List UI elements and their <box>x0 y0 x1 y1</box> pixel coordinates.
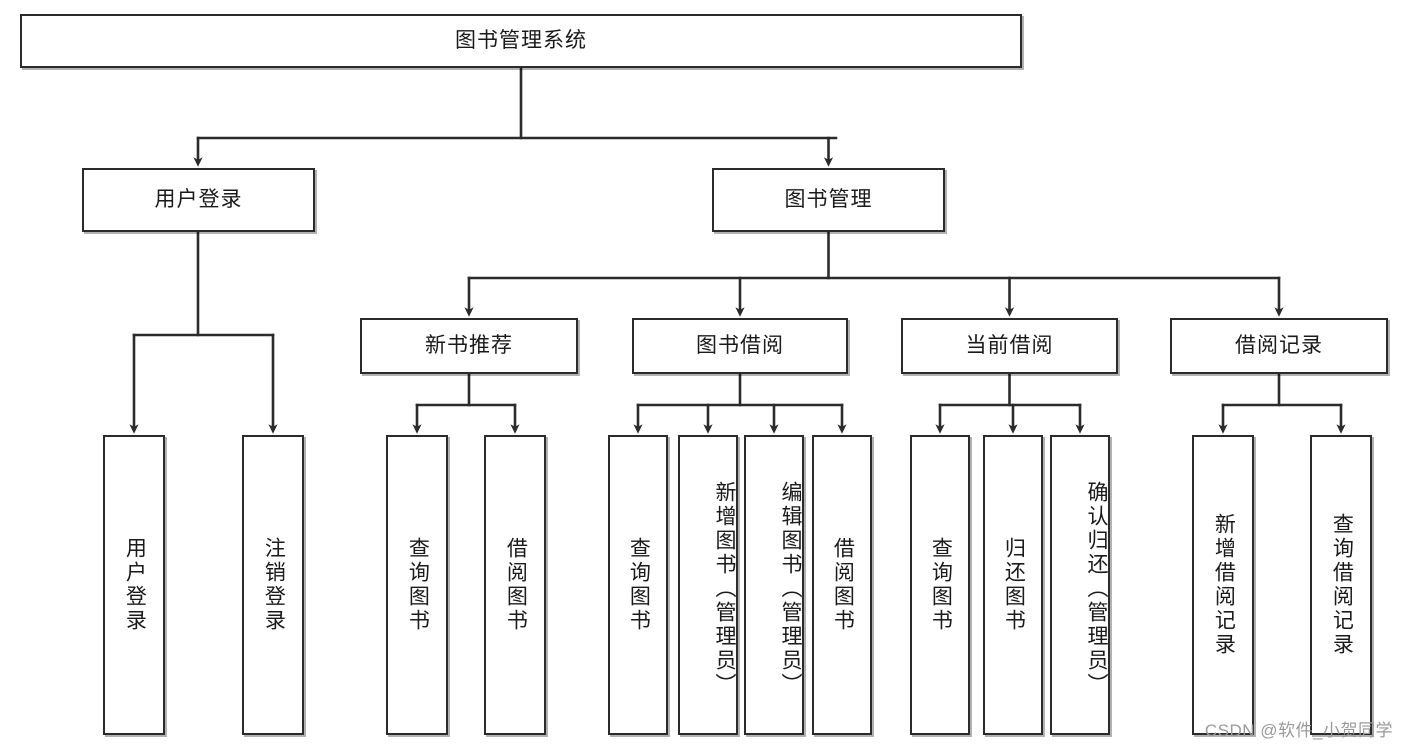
node-current-borrow-label: 当前借阅 <box>965 333 1054 357</box>
node-book-borrow[interactable]: 图书借阅 <box>632 318 848 374</box>
node-leaf-add-record-label: 新增借阅记录 <box>1212 513 1236 657</box>
node-borrow-record[interactable]: 借阅记录 <box>1170 318 1388 374</box>
node-current-borrow[interactable]: 当前借阅 <box>901 318 1118 374</box>
node-leaf-query-record[interactable]: 查询借阅记录 <box>1310 435 1372 735</box>
node-leaf-borrow-book-2[interactable]: 借阅图书 <box>812 435 872 735</box>
node-leaf-confirm-return[interactable]: 确认归还（管理员） <box>1050 435 1110 735</box>
node-leaf-query-book-3[interactable]: 查询图书 <box>910 435 970 735</box>
node-new-book-rec-label: 新书推荐 <box>425 333 513 357</box>
node-new-book-rec[interactable]: 新书推荐 <box>360 318 578 374</box>
node-leaf-borrow-book-2-label: 借阅图书 <box>831 537 855 633</box>
node-leaf-query-book-1[interactable]: 查询图书 <box>386 435 448 735</box>
node-book-borrow-label: 图书借阅 <box>696 333 784 357</box>
node-leaf-edit-book-label: 编辑图书（管理员） <box>779 481 802 697</box>
node-leaf-logout-label: 注销登录 <box>262 537 286 633</box>
node-leaf-add-book[interactable]: 新增图书（管理员） <box>678 435 738 735</box>
node-leaf-query-record-label: 查询借阅记录 <box>1330 513 1354 657</box>
node-borrow-record-label: 借阅记录 <box>1235 333 1323 357</box>
node-root-label: 图书管理系统 <box>455 28 587 52</box>
node-leaf-query-book-3-label: 查询图书 <box>929 537 953 633</box>
node-user-login[interactable]: 用户登录 <box>82 168 315 232</box>
node-leaf-add-record[interactable]: 新增借阅记录 <box>1192 435 1254 735</box>
node-leaf-query-book-2[interactable]: 查询图书 <box>608 435 668 735</box>
node-leaf-logout[interactable]: 注销登录 <box>242 435 304 735</box>
node-leaf-return-book-label: 归还图书 <box>1002 537 1026 633</box>
node-leaf-query-book-2-label: 查询图书 <box>627 537 651 633</box>
node-leaf-user-login-label: 用户登录 <box>123 537 147 633</box>
node-leaf-borrow-book-1[interactable]: 借阅图书 <box>484 435 546 735</box>
node-leaf-borrow-book-1-label: 借阅图书 <box>504 537 528 633</box>
node-book-manage-label: 图书管理 <box>784 187 873 211</box>
node-user-login-label: 用户登录 <box>154 187 243 211</box>
node-book-manage[interactable]: 图书管理 <box>712 168 945 232</box>
node-root[interactable]: 图书管理系统 <box>20 14 1022 68</box>
node-leaf-user-login[interactable]: 用户登录 <box>103 435 165 735</box>
node-leaf-query-book-1-label: 查询图书 <box>406 537 430 633</box>
node-leaf-add-book-label: 新增图书（管理员） <box>713 481 736 697</box>
node-leaf-edit-book[interactable]: 编辑图书（管理员） <box>744 435 804 735</box>
node-leaf-confirm-return-label: 确认归还（管理员） <box>1085 481 1108 697</box>
csdn-watermark: CSDN @软件_小贺同学 <box>1204 721 1393 740</box>
node-leaf-return-book[interactable]: 归还图书 <box>983 435 1043 735</box>
